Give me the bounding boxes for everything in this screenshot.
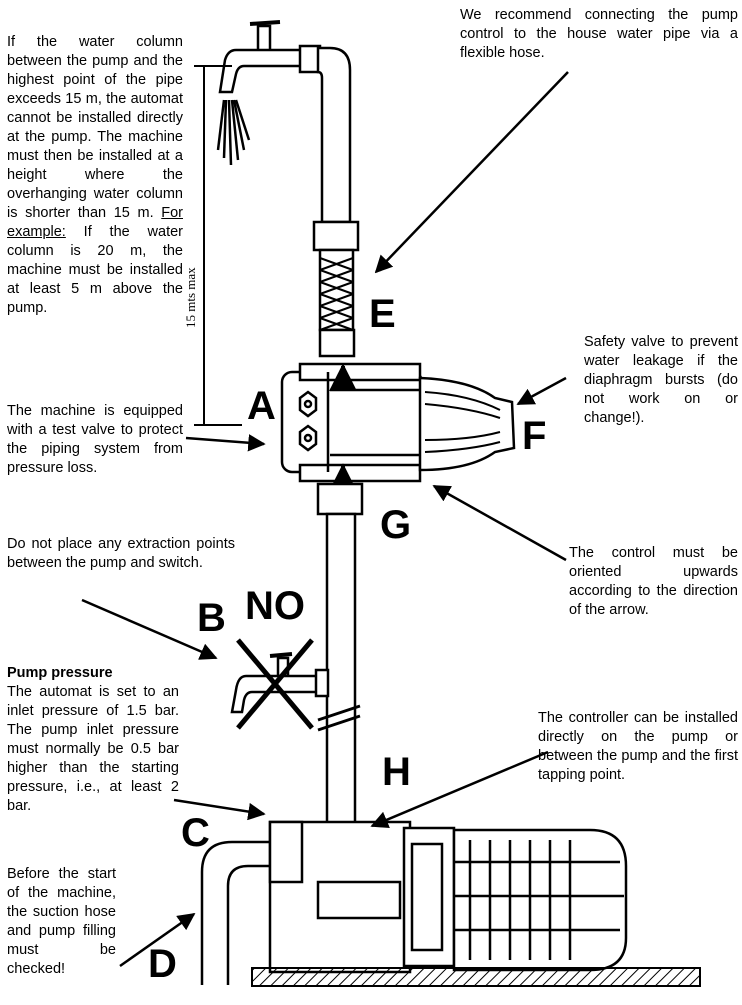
flexible-hose [312, 220, 360, 358]
pump-pressure-title: Pump pressure [7, 665, 113, 681]
safety-valve-note: Safety valve to prevent water leakage if… [584, 334, 738, 426]
flexible-hose-note: We recommend connecting the pump control… [460, 7, 738, 61]
label-d: D [148, 942, 177, 986]
motor [452, 828, 628, 972]
water-column-example: If the water column is 20 m, the machine… [7, 224, 183, 316]
water-column-note: If the water column between the pump and… [7, 33, 183, 318]
extraction-note: Do not place any extraction points betwe… [7, 536, 235, 571]
faucet [218, 20, 322, 94]
label-c: C [181, 811, 210, 855]
lower-fitting [316, 482, 364, 516]
label-e: E [369, 292, 396, 336]
label-f: F [522, 414, 547, 458]
label-g: G [380, 503, 412, 547]
pump [268, 820, 456, 974]
pump-controller [280, 362, 516, 492]
label-no: NO [245, 584, 305, 628]
dimension-line [194, 65, 242, 426]
example-label: For example: [7, 205, 183, 240]
leader-arrows [81, 71, 569, 968]
pump-pressure-text: The automat is set to an inlet pressure … [7, 684, 179, 814]
orientation-note: The control must be oriented upwards acc… [569, 545, 738, 618]
before-start-note: Before the start of the machine, the suc… [7, 866, 116, 977]
house-water-pipe [316, 46, 352, 224]
water-column-text: If the water column between the pump and… [7, 34, 183, 221]
test-valve-note: The machine is equipped with a test valv… [7, 403, 183, 476]
label-b: B [197, 596, 226, 640]
suction-pipe [200, 840, 270, 985]
pump-pressure-note: Pump pressure The automat is set to an i… [7, 664, 179, 816]
water-spray [216, 99, 251, 166]
ground [251, 967, 701, 987]
dimension-label: 15 mts max [183, 267, 198, 328]
forbidden-tap [230, 638, 330, 730]
label-a: A [247, 384, 276, 428]
label-h: H [382, 750, 411, 794]
controller-install-note: The controller can be installed directly… [538, 710, 738, 783]
